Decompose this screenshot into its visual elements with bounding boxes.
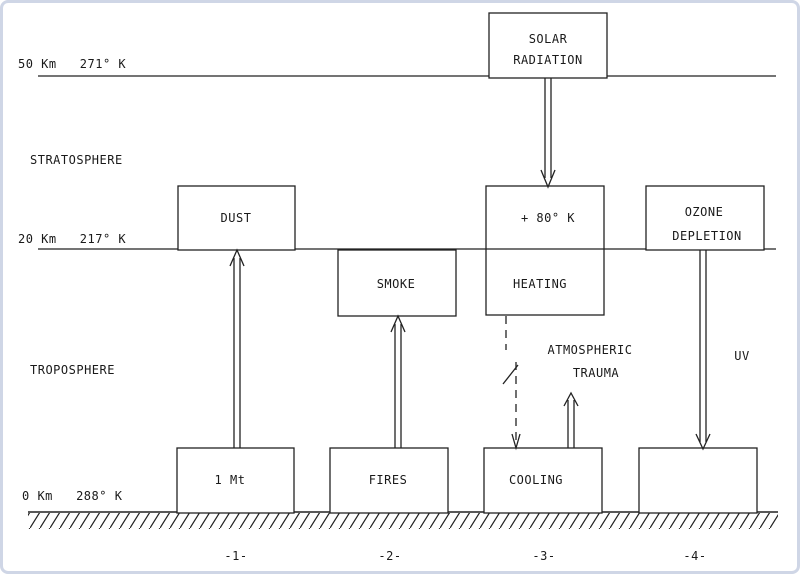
column-label-1: -1- xyxy=(224,549,247,563)
smoke-box xyxy=(337,249,457,317)
ground-hatching xyxy=(28,513,778,529)
dust-arrow xyxy=(229,248,245,448)
fires-label: FIRES xyxy=(369,473,408,487)
ozone-depletion-box xyxy=(645,185,765,251)
uv-label: UV xyxy=(734,349,749,363)
radiation-label: RADIATION xyxy=(513,53,583,67)
smoke-arrow xyxy=(390,314,406,448)
column-label-3: -3- xyxy=(532,549,555,563)
cooling-dashed-arrow xyxy=(502,316,521,451)
cooling-label: COOLING xyxy=(509,473,563,487)
heat-temperature-label: + 80° K xyxy=(521,211,575,225)
fires-box xyxy=(329,447,449,514)
atmospheric-label: ATMOSPHERIC xyxy=(548,343,633,357)
heating-box xyxy=(485,185,605,316)
cooling-box xyxy=(483,447,603,514)
dust-label: DUST xyxy=(221,211,252,225)
one-megaton-label: 1 Mt xyxy=(215,473,246,487)
altitude-label-0km: 0 Km 288° K xyxy=(22,489,123,503)
dust-box xyxy=(177,185,296,251)
heating-label: HEATING xyxy=(513,277,567,291)
column-label-2: -2- xyxy=(378,549,401,563)
altitude-label-20km: 20 Km 217° K xyxy=(18,232,126,246)
altitude-label-50km: 50 Km 271° K xyxy=(18,57,126,71)
uv-arrow xyxy=(695,250,711,451)
trauma-label: TRAUMA xyxy=(573,366,620,380)
column-label-4: -4- xyxy=(683,549,706,563)
solar-arrow xyxy=(540,78,556,189)
smoke-label: SMOKE xyxy=(377,277,416,291)
one-megaton-box xyxy=(176,447,295,514)
depletion-label: DEPLETION xyxy=(672,229,742,243)
solar-label: SOLAR xyxy=(529,32,568,46)
trauma-arrow xyxy=(563,391,579,448)
ozone-label: OZONE xyxy=(685,205,724,219)
solar-radiation-box xyxy=(488,12,608,79)
troposphere-label: TROPOSPHERE xyxy=(30,363,115,377)
stratosphere-label: STRATOSPHERE xyxy=(30,153,123,167)
uv-effect-box xyxy=(638,447,758,514)
